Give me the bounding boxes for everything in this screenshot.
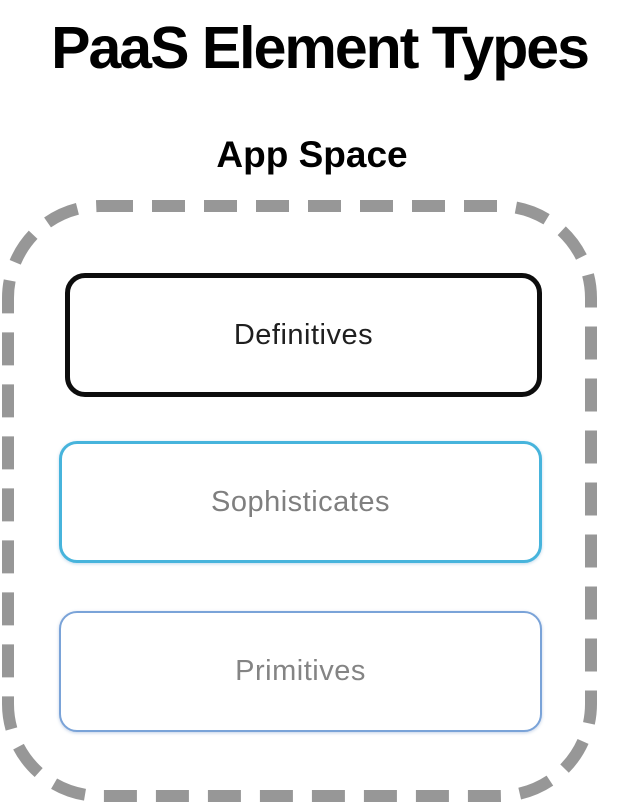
diagram-title: PaaS Element Types [51, 15, 590, 81]
element-label-definitives: Definitives [233, 318, 374, 351]
element-box-sophisticates: Sophisticates [59, 441, 542, 563]
element-box-definitives: Definitives [65, 273, 542, 397]
element-label-primitives: Primitives [235, 655, 366, 687]
element-box-primitives: Primitives [59, 611, 542, 732]
app-space-label: App Space [216, 134, 408, 175]
element-label-sophisticates: Sophisticates [211, 485, 390, 518]
app-space-dashed-border [2, 200, 597, 802]
